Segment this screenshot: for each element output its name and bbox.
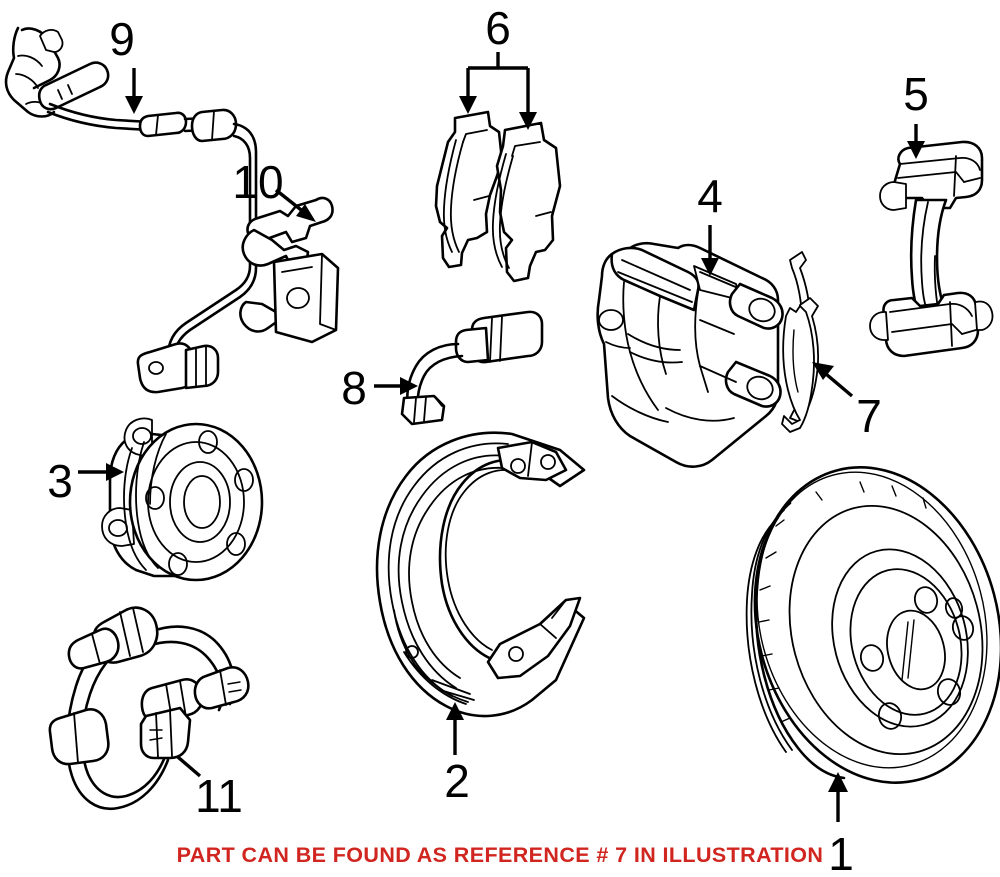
callout-label-10: 10 [232,156,283,208]
reference-caption: PART CAN BE FOUND AS REFERENCE # 7 IN IL… [177,843,824,867]
callout-label-3: 3 [47,455,73,507]
callout-2-leader [446,702,464,755]
callout-label-8: 8 [341,362,367,414]
callout-10-leader [274,188,316,222]
callout-label-1: 1 [828,828,854,877]
callout-5-leader [907,124,925,159]
part-11-brake-hydraulic-hose [48,606,250,811]
part-1-brake-rotor-disc [745,466,1000,784]
callout-label-6: 6 [485,2,511,54]
callout-8-leader [374,377,418,395]
callout-label-9: 9 [109,13,135,65]
callout-label-4: 4 [697,170,723,222]
callout-label-2: 2 [444,755,470,807]
callout-label-11: 11 [195,770,243,822]
part-6-brake-pad-set [434,110,562,283]
part-9-abs-wheel-speed-sensor [4,26,258,394]
callout-4-leader [701,225,719,276]
callout-9-leader [125,68,143,114]
part-7-caliper-spring-clip [781,251,819,433]
callout-1-leader [828,772,848,822]
part-4-brake-caliper [596,241,784,468]
part-3-wheel-hub-bearing [101,417,264,582]
callout-label-5: 5 [903,68,929,120]
callout-3-leader [78,463,124,481]
callout-label-7: 7 [856,390,882,442]
part-2-brake-dust-shield [375,431,586,718]
callout-6-leader [459,52,537,130]
callout-7-leader [812,362,854,398]
part-10-sensor-mounting-bracket [239,196,340,344]
part-8-brake-pad-wear-sensor [400,310,544,426]
